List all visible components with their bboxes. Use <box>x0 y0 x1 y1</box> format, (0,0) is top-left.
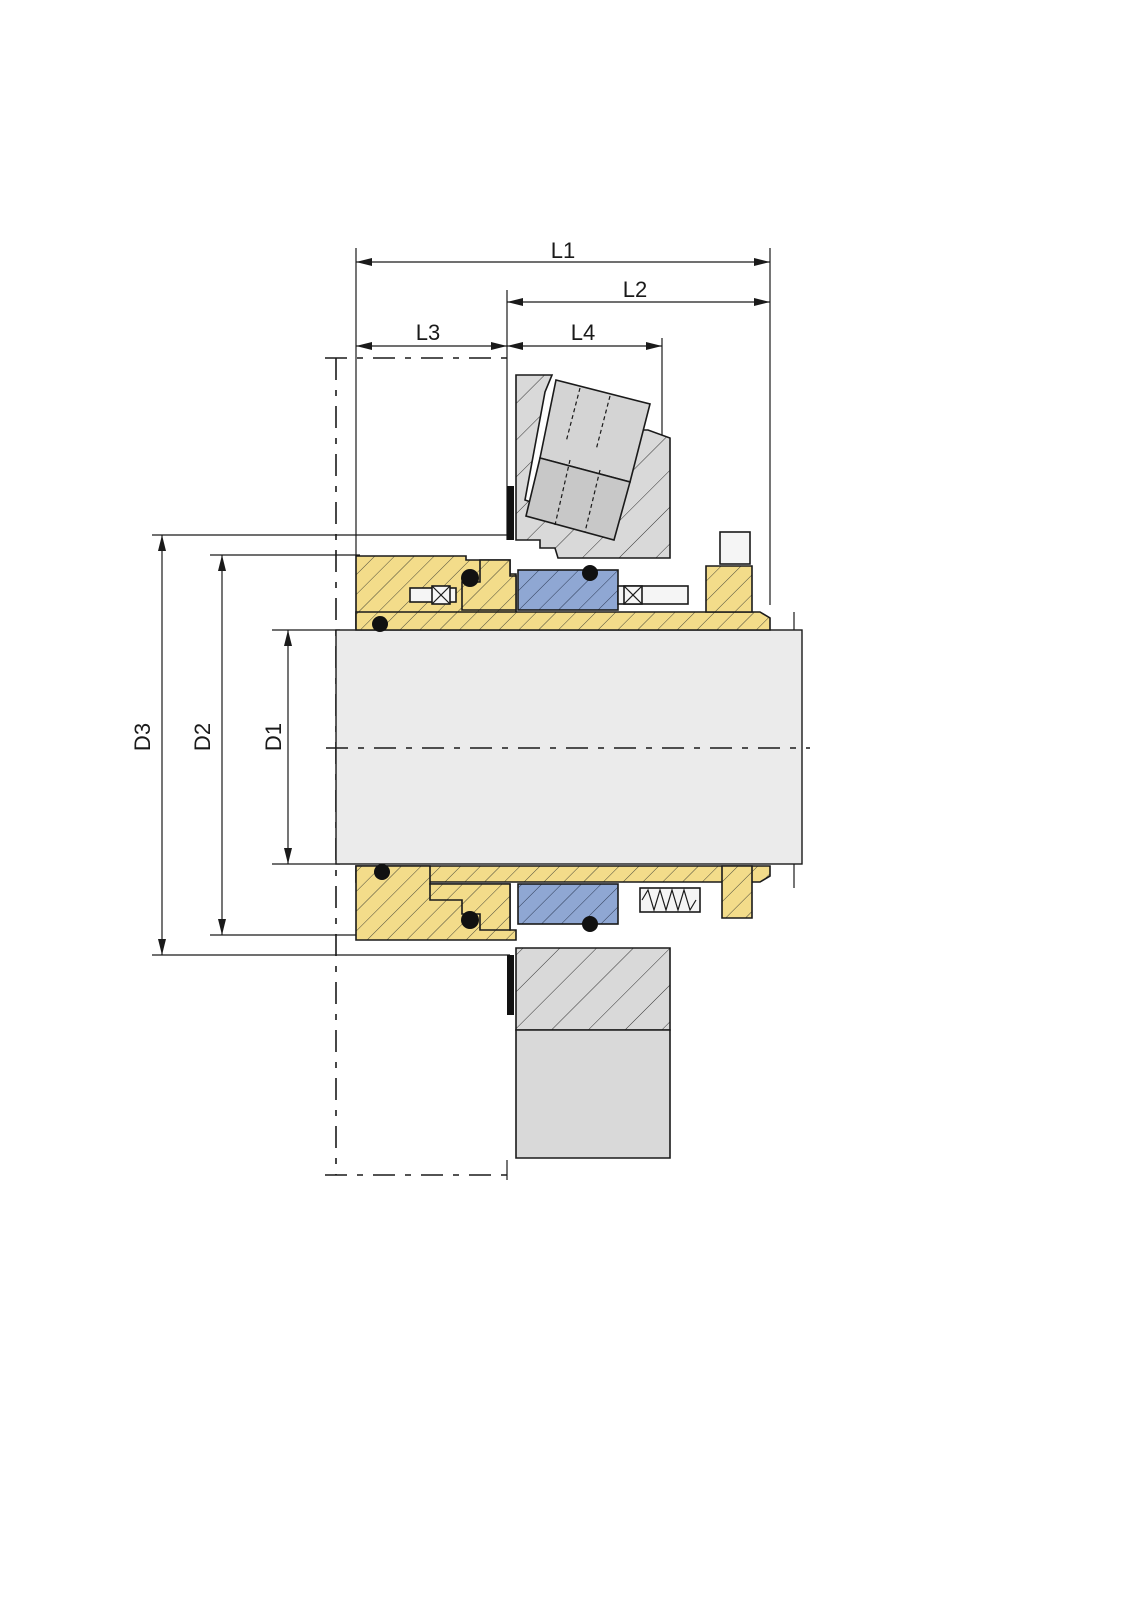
label-d3: D3 <box>130 723 155 751</box>
label-l4: L4 <box>571 320 595 345</box>
o-ring-upper-2 <box>582 565 598 581</box>
dimension-d2 <box>210 554 360 936</box>
o-ring-lower-1 <box>461 911 479 929</box>
set-screw-upper <box>719 531 751 565</box>
spring-lower <box>639 887 701 913</box>
gland-bolt <box>525 379 651 541</box>
o-ring-upper-1 <box>461 569 479 587</box>
label-d1: D1 <box>261 723 286 751</box>
dimension-l1 <box>355 248 771 605</box>
drive-pin-upper <box>409 585 457 605</box>
o-ring-lower-3 <box>374 864 390 880</box>
dimension-l3 <box>356 342 507 350</box>
label-l2: L2 <box>623 277 647 302</box>
shaft <box>326 612 810 888</box>
drive-pin-upper-right <box>617 585 689 605</box>
set-screw-lower <box>721 865 753 919</box>
carbon-ring-upper <box>517 569 619 611</box>
o-ring-lower-2 <box>582 916 598 932</box>
reference-lines <box>325 357 515 1180</box>
o-ring-upper-3 <box>372 616 388 632</box>
dimension-d1 <box>272 629 340 865</box>
stationary-face-lower <box>429 883 511 931</box>
sleeve-lower <box>355 865 771 941</box>
label-d2: D2 <box>190 723 215 751</box>
carbon-ring-lower <box>517 883 619 925</box>
label-l3: L3 <box>416 320 440 345</box>
dimension-d3 <box>152 534 510 956</box>
label-l1: L1 <box>551 238 575 263</box>
